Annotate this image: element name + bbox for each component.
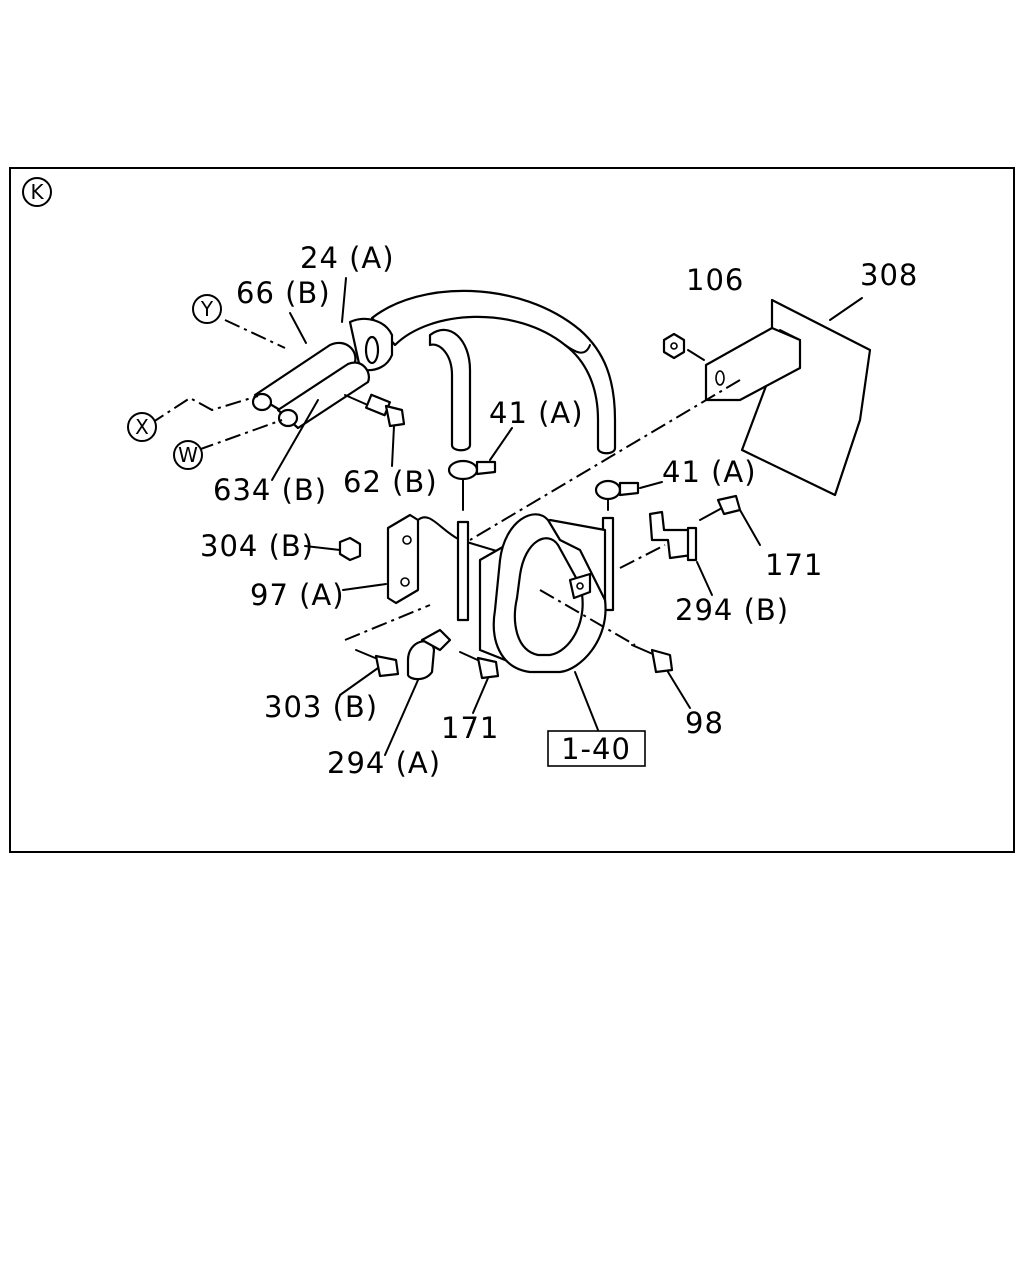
- leader-lines: [271, 277, 863, 756]
- bolt-171-bottom: [459, 651, 500, 680]
- view-marker: K: [22, 177, 52, 207]
- label-98: 98: [685, 706, 724, 740]
- label-1-40: 1-40: [561, 732, 631, 766]
- clip-294b: [619, 510, 698, 569]
- view-marker-label: K: [30, 180, 44, 204]
- label-171-right: 171: [765, 548, 823, 582]
- nut-304b: [304, 536, 362, 562]
- label-66b: 66 (B): [236, 276, 331, 310]
- heater-core: [478, 513, 636, 674]
- label-294a: 294 (A): [327, 746, 441, 780]
- clamp-41a-right: [594, 479, 640, 511]
- diagram-frame: [9, 167, 1015, 853]
- clamp-41a-left: [447, 459, 497, 511]
- bolt-171-right: [699, 494, 742, 521]
- label-97a: 97 (A): [250, 578, 345, 612]
- bracket-308: [704, 298, 872, 497]
- nut-106: [662, 332, 705, 361]
- part-labels: 24 (A) 66 (B) 634 (B) 62 (B) 106 308 41 …: [200, 241, 918, 780]
- label-1-40-box: [547, 730, 646, 767]
- label-303b: 303 (B): [264, 690, 378, 724]
- ref-w-label: W: [178, 443, 198, 467]
- bolt-62b: [344, 393, 406, 428]
- label-304b: 304 (B): [200, 529, 314, 563]
- label-106: 106: [686, 263, 744, 297]
- hose-assembly: [149, 289, 617, 455]
- label-171-bottom: 171: [441, 711, 499, 745]
- label-634b: 634 (B): [213, 473, 327, 507]
- bolt-98: [631, 644, 674, 674]
- label-41a-right: 41 (A): [662, 455, 757, 489]
- clip-294a: [406, 628, 452, 681]
- label-294b: 294 (B): [675, 593, 789, 627]
- ref-y: Y: [192, 294, 222, 324]
- ref-x: X: [127, 412, 157, 442]
- label-41a-left: 41 (A): [489, 396, 584, 430]
- bolt-303b: [355, 649, 400, 678]
- label-62b: 62 (B): [343, 465, 438, 499]
- label-308: 308: [860, 258, 918, 292]
- ref-x-label: X: [135, 415, 149, 439]
- label-24a: 24 (A): [300, 241, 395, 275]
- ref-w: W: [173, 440, 203, 470]
- ref-y-label: Y: [200, 297, 214, 321]
